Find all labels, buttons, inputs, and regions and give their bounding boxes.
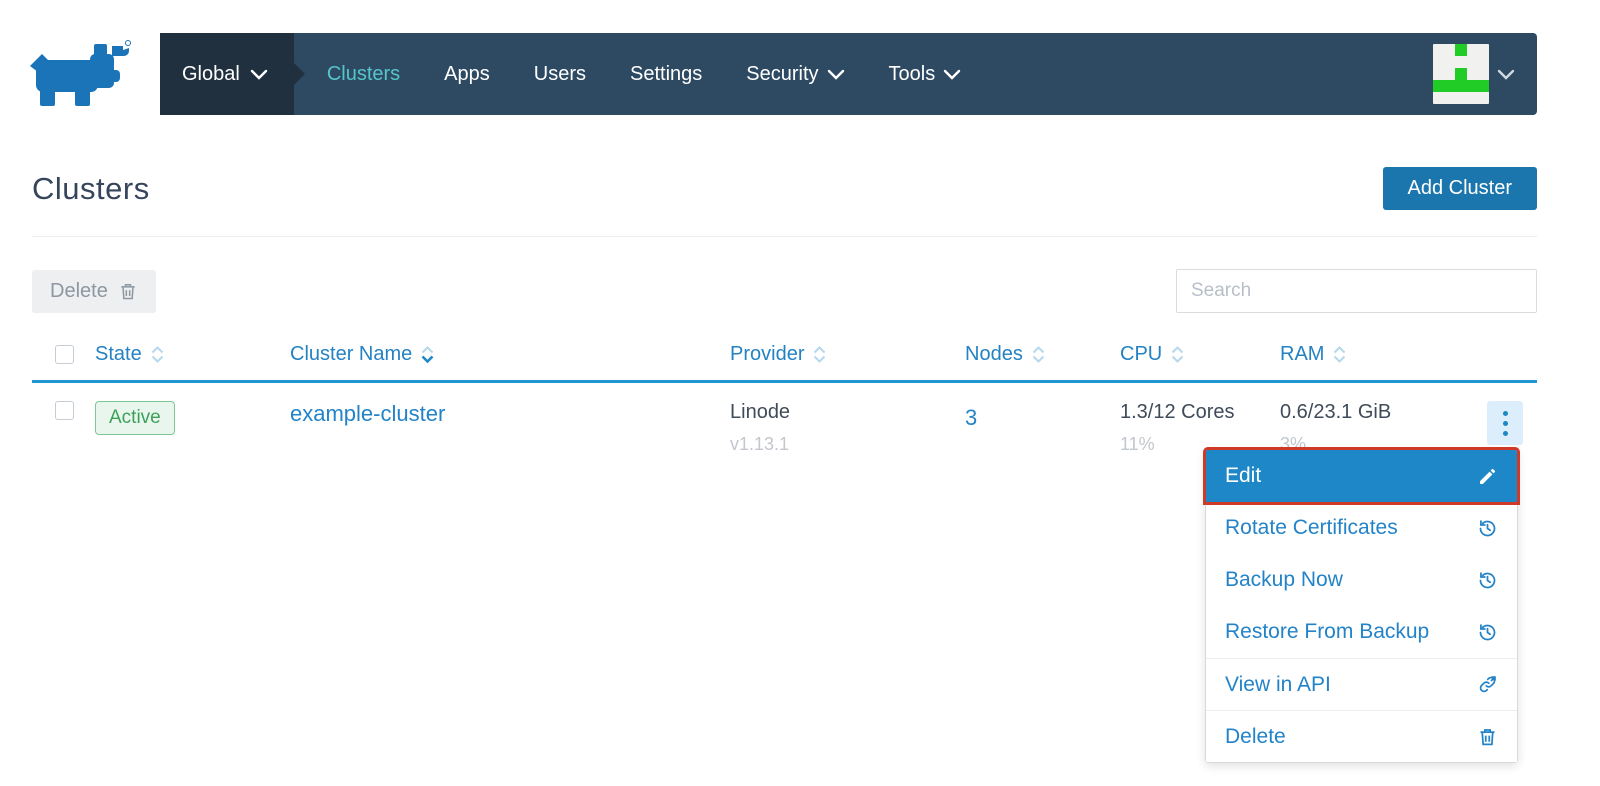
rancher-bull-icon	[30, 40, 131, 106]
user-menu[interactable]	[1433, 33, 1537, 115]
column-header-ram[interactable]: RAM	[1280, 343, 1450, 366]
trash-icon	[1480, 729, 1495, 746]
cpu-value: 1.3/12 Cores	[1120, 401, 1235, 423]
row-actions-menu: Edit Rotate Certificates Backup Now Rest…	[1203, 447, 1520, 763]
nav-item-label: Settings	[630, 62, 703, 85]
ram-value: 0.6/23.1 GiB	[1280, 401, 1392, 423]
top-bar: Global Clusters Apps Users Settings Secu…	[0, 0, 1600, 115]
menu-item-restore-from-backup[interactable]: Restore From Backup	[1206, 606, 1517, 658]
page-title: Clusters	[32, 170, 150, 206]
delete-button-label: Delete	[50, 279, 108, 302]
menu-item-label: Backup Now	[1225, 568, 1343, 591]
menu-item-label: Rotate Certificates	[1225, 516, 1398, 539]
column-header-nodes[interactable]: Nodes	[965, 343, 1120, 366]
table-row: Active example-cluster Linode v1.13.1 3 …	[32, 383, 1537, 473]
history-icon	[1479, 623, 1496, 640]
column-header-label: Provider	[730, 343, 805, 365]
sort-icons	[1333, 346, 1346, 363]
trash-icon	[121, 284, 135, 300]
column-header-cpu[interactable]: CPU	[1120, 343, 1280, 366]
pencil-icon	[1480, 468, 1496, 484]
nav-item-label: Tools	[888, 62, 936, 85]
environment-arrow	[293, 63, 305, 85]
menu-item-label: Edit	[1225, 464, 1262, 487]
delete-button[interactable]: Delete	[32, 269, 156, 313]
menu-item-label: Restore From Backup	[1225, 620, 1430, 643]
nav-item-label: Apps	[444, 62, 490, 85]
cluster-name-link[interactable]: example-cluster	[290, 401, 446, 426]
sort-icons-active-desc	[421, 346, 434, 363]
select-all-checkbox[interactable]	[55, 345, 74, 364]
row-actions-button[interactable]	[1487, 401, 1523, 445]
menu-item-delete[interactable]: Delete	[1206, 710, 1517, 762]
nav-item-settings[interactable]: Settings	[608, 33, 724, 115]
provider-version: v1.13.1	[730, 434, 790, 454]
column-header-state[interactable]: State	[95, 343, 290, 366]
avatar	[1433, 44, 1489, 104]
nav-item-users[interactable]: Users	[512, 33, 608, 115]
sort-icons	[813, 346, 826, 363]
sort-icons	[1032, 346, 1045, 363]
status-badge: Active	[95, 401, 175, 435]
history-icon	[1479, 571, 1496, 588]
menu-item-rotate-certificates[interactable]: Rotate Certificates	[1206, 502, 1517, 554]
nav-item-security[interactable]: Security	[724, 33, 866, 115]
cpu-percent: 11%	[1120, 434, 1155, 454]
column-header-label: Cluster Name	[290, 343, 413, 365]
nav-item-apps[interactable]: Apps	[422, 33, 512, 115]
main-navbar: Global Clusters Apps Users Settings Secu…	[160, 33, 1537, 115]
sort-icons	[1171, 346, 1184, 363]
rancher-logo[interactable]	[0, 33, 160, 115]
dot	[1502, 410, 1508, 416]
menu-item-view-in-api[interactable]: View in API	[1206, 658, 1517, 710]
menu-item-edit[interactable]: Edit	[1203, 447, 1520, 505]
nav-item-tools[interactable]: Tools	[867, 33, 984, 115]
table-toolbar: Delete	[32, 269, 1537, 313]
dot	[1502, 430, 1508, 436]
column-header-cluster-name[interactable]: Cluster Name	[290, 343, 730, 366]
dot	[1502, 420, 1508, 426]
column-header-label: State	[95, 343, 142, 365]
environment-label: Global	[182, 62, 240, 85]
environment-selector[interactable]: Global	[160, 33, 294, 115]
main-content: Clusters Add Cluster Delete State	[0, 167, 1600, 473]
chevron-down-icon	[827, 69, 844, 80]
column-header-label: CPU	[1120, 343, 1163, 365]
title-divider	[32, 236, 1537, 237]
add-cluster-button[interactable]: Add Cluster	[1382, 167, 1537, 210]
chevron-down-icon	[1497, 69, 1515, 80]
history-icon	[1479, 519, 1496, 536]
nav-item-clusters[interactable]: Clusters	[305, 33, 422, 115]
row-checkbox[interactable]	[55, 401, 74, 420]
table-header-row: State Cluster Name Provider	[32, 343, 1537, 383]
external-link-icon	[1479, 676, 1496, 693]
search-input[interactable]	[1176, 269, 1537, 313]
chevron-down-icon	[250, 69, 268, 80]
menu-item-backup-now[interactable]: Backup Now	[1206, 554, 1517, 606]
column-header-label: RAM	[1280, 343, 1325, 365]
column-header-label: Nodes	[965, 343, 1023, 365]
chevron-down-icon	[944, 69, 961, 80]
menu-item-label: Delete	[1225, 724, 1286, 748]
menu-item-label: View in API	[1225, 672, 1331, 696]
nav-item-label: Clusters	[326, 62, 401, 85]
nav-item-label: Users	[533, 62, 586, 85]
nav-item-label: Security	[746, 62, 819, 85]
sort-icons	[151, 346, 164, 363]
provider-value: Linode	[730, 401, 791, 423]
column-header-provider[interactable]: Provider	[730, 343, 965, 366]
nodes-count-link[interactable]: 3	[965, 405, 978, 430]
